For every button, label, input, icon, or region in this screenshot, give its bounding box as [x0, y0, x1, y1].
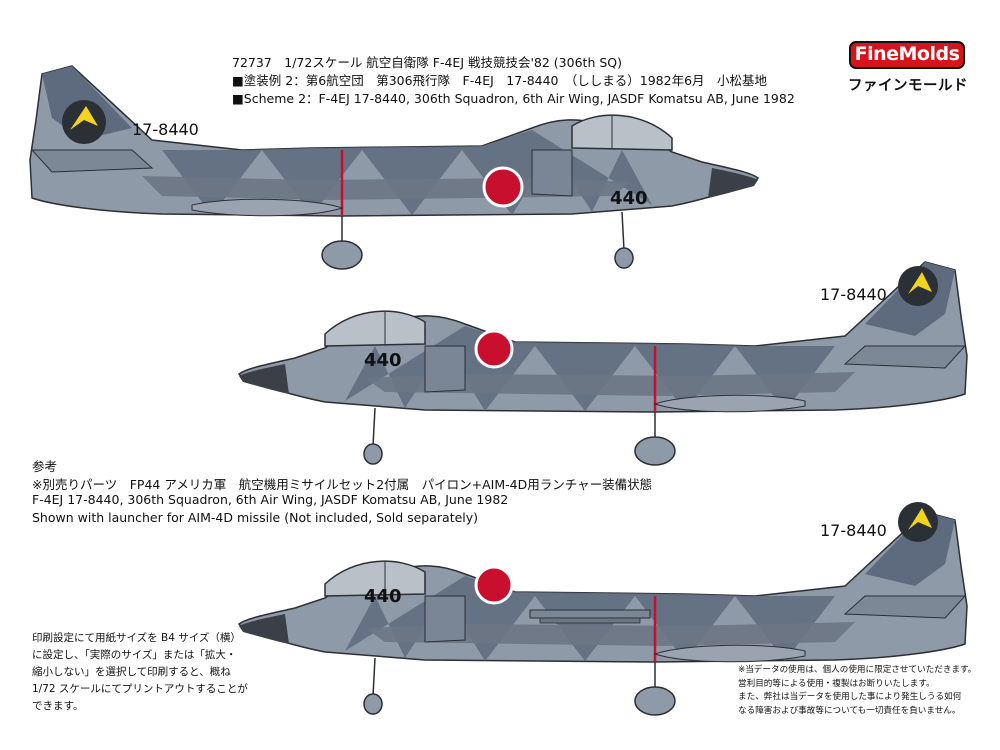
print-note-line: 印刷設定にて用紙サイズを B4 サイズ（横）	[32, 632, 241, 644]
nose-number: 440	[364, 350, 402, 371]
legal-note-line: なる障害および事故等についても一切責任を負いません。	[738, 705, 961, 716]
legal-note-line: ※当データの使用は、個人の使用に限定させていただきます。	[738, 665, 977, 675]
aircraft-side-view-launcher: 17-8440 440	[237, 502, 969, 717]
print-note-line: 1/72 スケールにてプリントアウトすることが	[32, 683, 248, 695]
aim-4d-launcher	[529, 609, 651, 624]
eagle-emblem-icon	[908, 508, 932, 530]
header-scheme-jp: ■塗装例 2：第6航空団 第306飛行隊 F-4EJ 17-8440 （ししまる…	[232, 73, 768, 88]
legal-note-line: また、弊社は当データを使用した事により発生しうる如何	[738, 692, 962, 702]
reference-line-parts: ※別売りパーツ FP44 アメリカ軍 航空機用ミサイルセット2付属 パイロン+A…	[32, 477, 653, 492]
eagle-emblem-icon	[908, 272, 932, 294]
legal-notice: ※当データの使用は、個人の使用に限定させていただきます。 営利目的等による使用・…	[738, 664, 976, 718]
tail-number: 17-8440	[132, 120, 199, 139]
aircraft-side-view-right: 17-8440 440	[237, 260, 969, 467]
tail-number: 17-8440	[820, 521, 887, 540]
print-note-line: できます。	[32, 700, 84, 712]
hinomaru-roundel	[474, 565, 514, 605]
reference-line-launcher: Shown with launcher for AIM-4D missile (…	[32, 510, 479, 525]
print-note-line: に設定し、「実際のサイズ」または「拡大・	[32, 649, 237, 661]
nose-number: 440	[610, 188, 648, 209]
squadron-emblem	[62, 100, 106, 144]
eagle-emblem-icon	[70, 106, 98, 130]
header-title: 72737 1/72スケール 航空自衛隊 F-4EJ 戦技競技会'82 (306…	[232, 55, 622, 70]
tail-number: 17-8440	[820, 285, 887, 304]
aircraft-side-view-left: 17-8440 440	[28, 64, 760, 271]
reference-title: 参考	[32, 459, 58, 474]
legal-note-line: 営利目的等による使用・複製はお断りいたします。	[738, 678, 935, 689]
print-instructions: 印刷設定にて用紙サイズを B4 サイズ（横） に設定し、「実際のサイズ」または「…	[32, 630, 248, 715]
print-note-line: 縮小しない」を選択して印刷すると、概ね	[32, 666, 231, 678]
logo-badge	[849, 41, 965, 69]
finemolds-logo: FineMolds ファインモールド	[848, 40, 968, 102]
hinomaru-roundel	[482, 166, 524, 208]
logo-brand-text: FineMolds	[854, 43, 960, 65]
header-scheme-en: ■Scheme 2：F-4EJ 17-8440, 306th Squadron,…	[232, 91, 795, 106]
hinomaru-roundel	[474, 329, 514, 369]
nose-number: 440	[364, 586, 402, 607]
logo-kana-text: ファインモールド	[848, 78, 968, 94]
reference-line-aircraft: F-4EJ 17-8440, 306th Squadron, 6th Air W…	[32, 492, 509, 507]
